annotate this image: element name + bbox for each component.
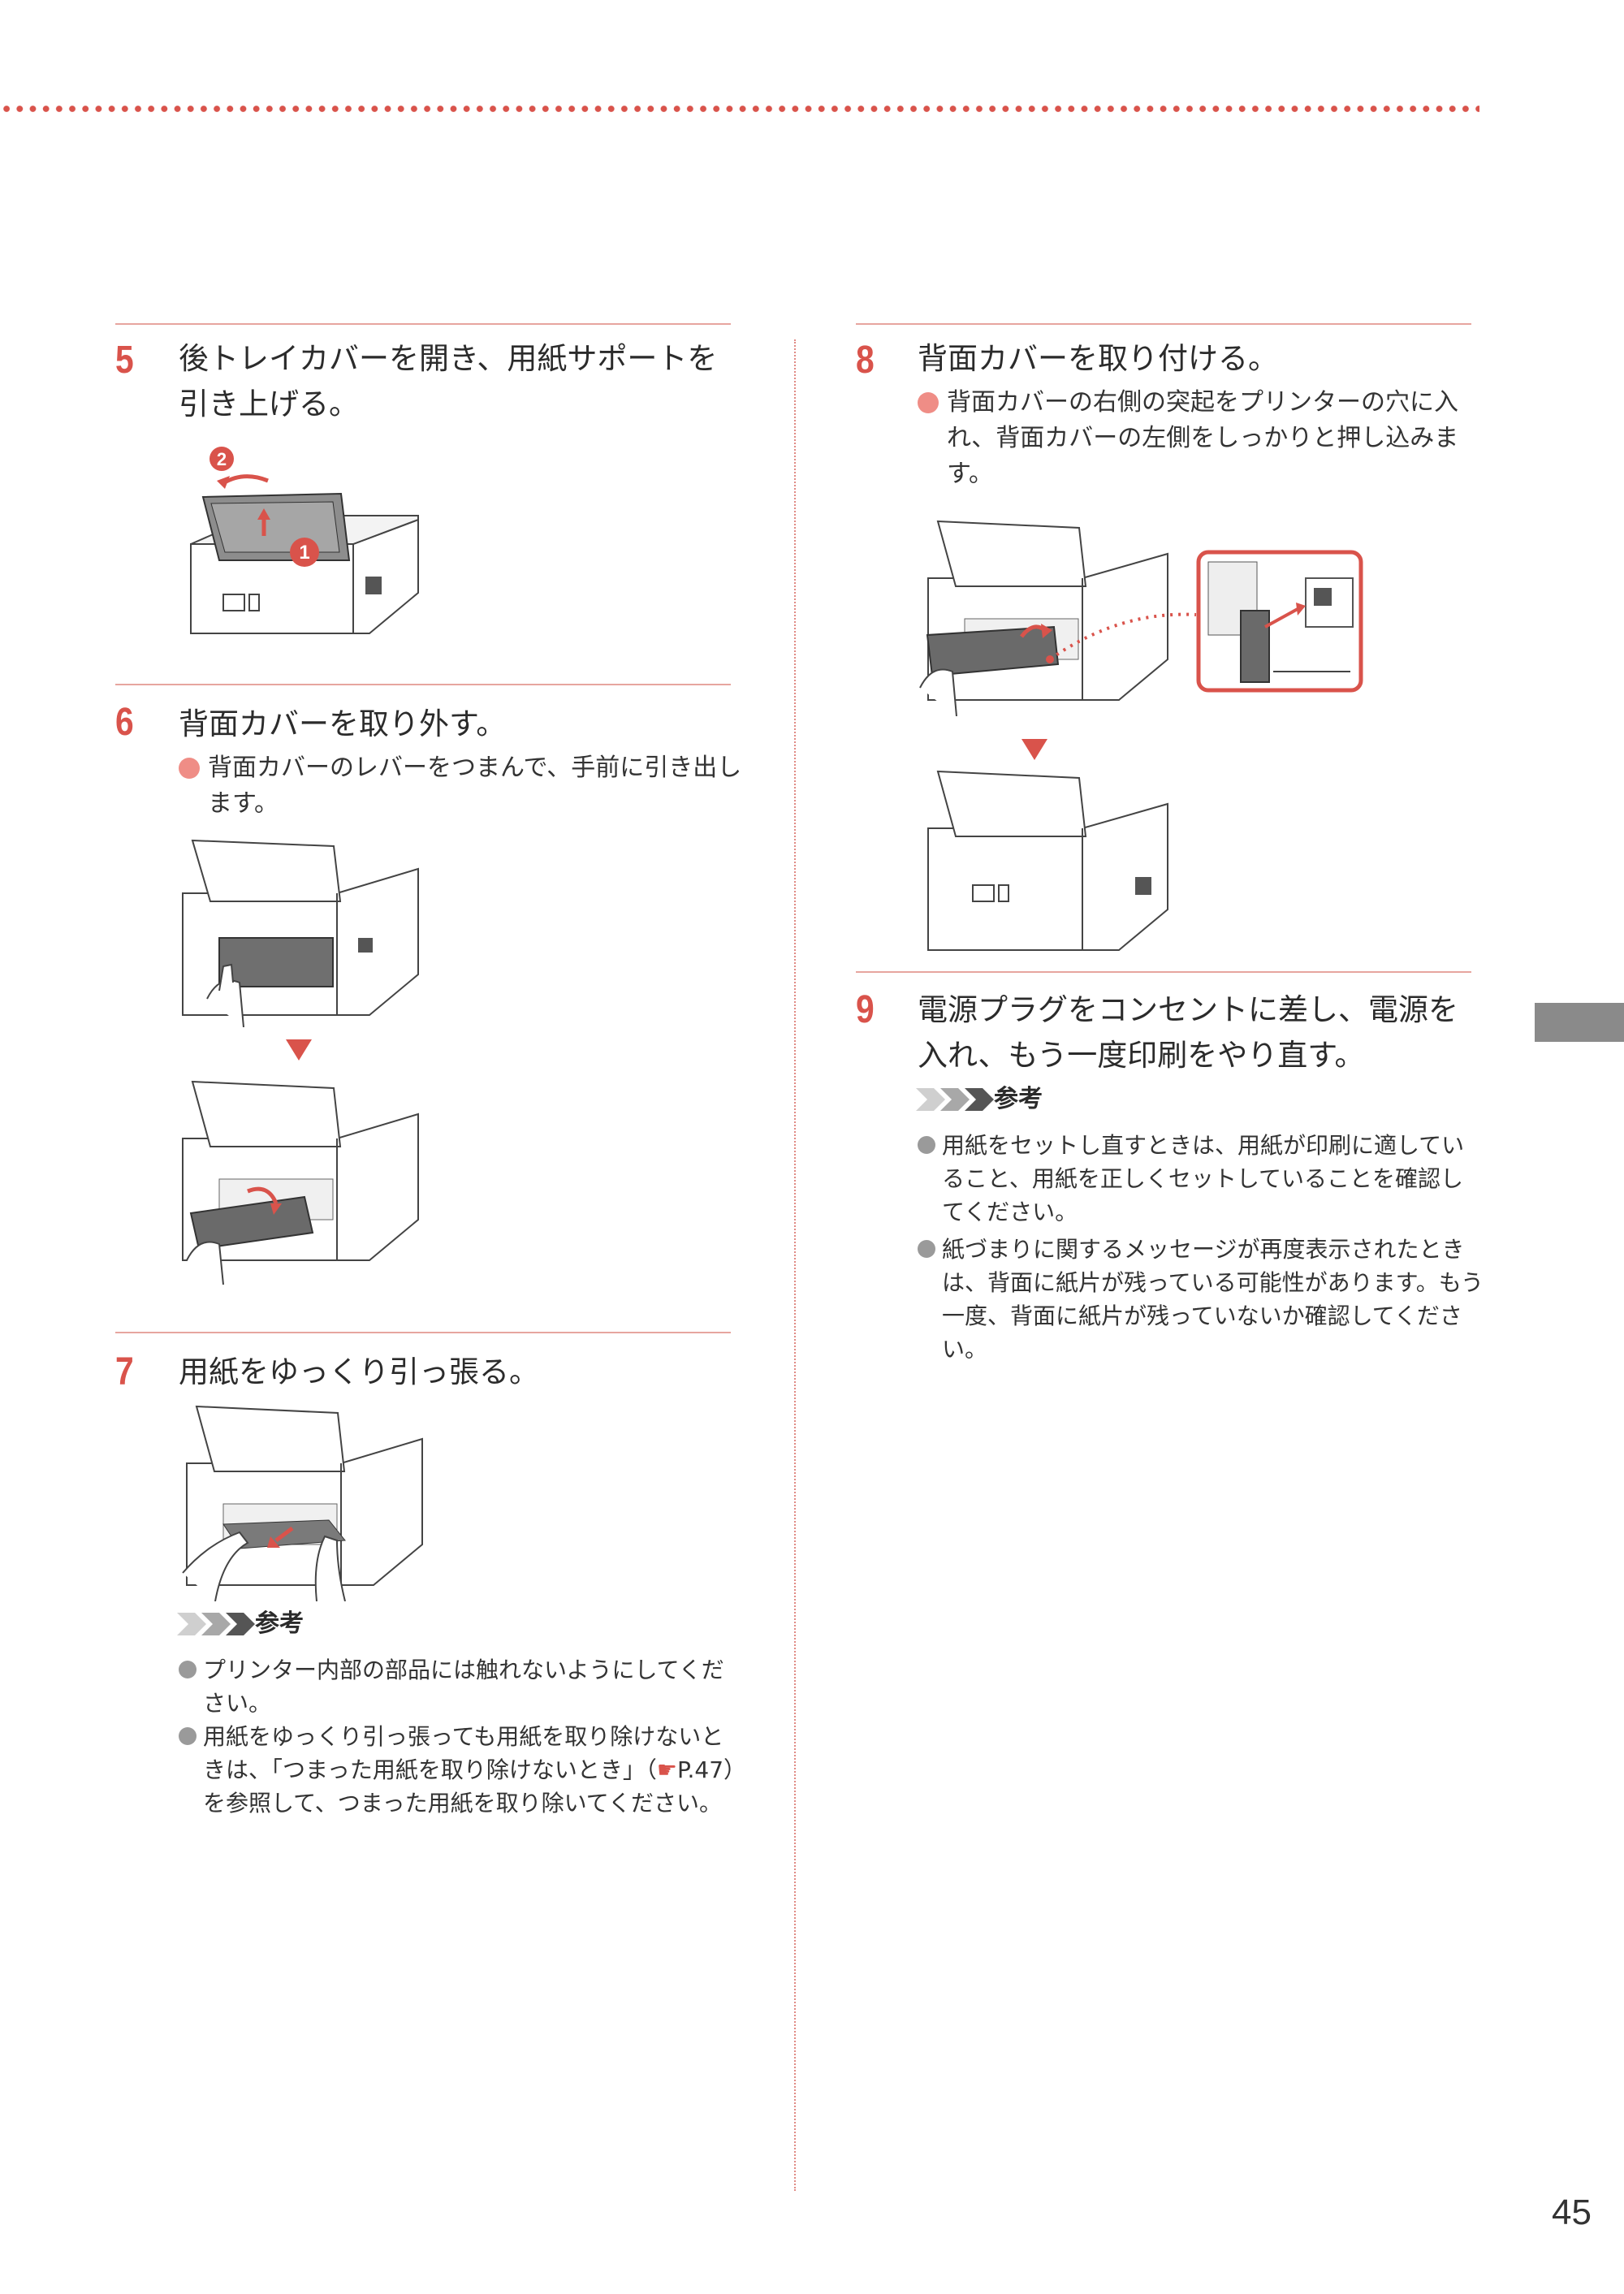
bullet-dot-icon	[179, 758, 200, 779]
step-7-rule	[115, 1332, 731, 1333]
top-dotted-border	[0, 104, 1479, 114]
callout-1-badge	[290, 538, 319, 567]
section-tab	[1535, 1003, 1624, 1042]
step-6-bullet: 背面カバーのレバーをつまんで、手前に引き出します。	[179, 750, 752, 822]
down-triangle-icon	[286, 1039, 312, 1061]
chevron-icon	[201, 1613, 231, 1635]
step-9-title: 電源プラグをコンセントに差し、電源を入れ、もう一度印刷をやり直す。	[918, 992, 1458, 1073]
step-7-note-item-2: 用紙をゆっくり引っ張っても用紙を取り除けないときは、「つまった用紙を取り除けない…	[179, 1720, 745, 1820]
reference-arrow-icon: ☛	[656, 1756, 677, 1783]
page-number: 45	[1552, 2192, 1592, 2232]
step-6-rule	[115, 684, 731, 685]
column-divider	[794, 339, 796, 2191]
step-5-title: 後トレイカバーを開き、用紙サポートを引き上げる。	[179, 341, 718, 421]
step-9-note-item-2: 紙づまりに関するメッセージが再度表示されたときは、背面に紙片が残っている可能性が…	[918, 1233, 1484, 1366]
chevron-icon	[916, 1088, 945, 1111]
bullet-dot-icon	[918, 392, 939, 413]
step-5-number: 5	[115, 339, 134, 382]
step-8-illustration-before	[919, 520, 1363, 716]
step-9-note-item-1: 用紙をセットし直すときは、用紙が印刷に適していること、用紙を正しくセットしている…	[918, 1129, 1484, 1229]
callout-1-label: 1	[299, 542, 309, 564]
chevron-icon	[940, 1088, 970, 1111]
chevron-icon	[177, 1613, 206, 1635]
step-8-rule	[856, 323, 1471, 325]
step-9-rule	[856, 971, 1471, 973]
step-8-number: 8	[856, 339, 875, 382]
step-7-note-item-1: プリンター内部の部品には触れないようにしてください。	[179, 1653, 745, 1720]
callout-2-badge	[209, 447, 234, 471]
step-6-number: 6	[115, 701, 134, 744]
chevron-icon	[965, 1088, 994, 1111]
step-8-illustration-after	[927, 770, 1168, 951]
step-6-title: 背面カバーを取り外す。	[179, 706, 507, 741]
chevron-icon	[226, 1613, 255, 1635]
step-7-note-heading: 参考	[177, 1609, 502, 1639]
note-bullet-dot-icon	[918, 1240, 935, 1258]
step-6-illustration-before	[182, 839, 419, 1027]
step-9-note-heading: 参考	[916, 1085, 1241, 1114]
step-7-title: 用紙をゆっくり引っ張る。	[179, 1354, 539, 1389]
note-bullet-dot-icon	[179, 1661, 197, 1678]
note-heading-label: 参考	[255, 1609, 304, 1638]
note-bullet-dot-icon	[918, 1136, 935, 1154]
page-reference-link[interactable]: P.47）を参照して、つまった用紙を取り除いてください。	[203, 1756, 736, 1817]
step-7-illustration	[182, 1405, 423, 1601]
step-5-rule	[115, 323, 731, 325]
step-6-illustration-after	[182, 1080, 419, 1285]
step-7-number: 7	[115, 1350, 134, 1393]
note-heading-label: 参考	[994, 1085, 1043, 1113]
down-triangle-icon	[1021, 739, 1047, 760]
callout-2-label: 2	[217, 449, 227, 469]
note-bullet-dot-icon	[179, 1727, 197, 1745]
step-9-number: 9	[856, 988, 875, 1031]
step-8-bullet: 背面カバーの右側の突起をプリンターの穴に入れ、背面カバーの左側をしっかりと押し込…	[918, 385, 1491, 492]
step-5-illustration: 2 1	[190, 447, 419, 634]
step-8-title: 背面カバーを取り付ける。	[918, 341, 1278, 376]
